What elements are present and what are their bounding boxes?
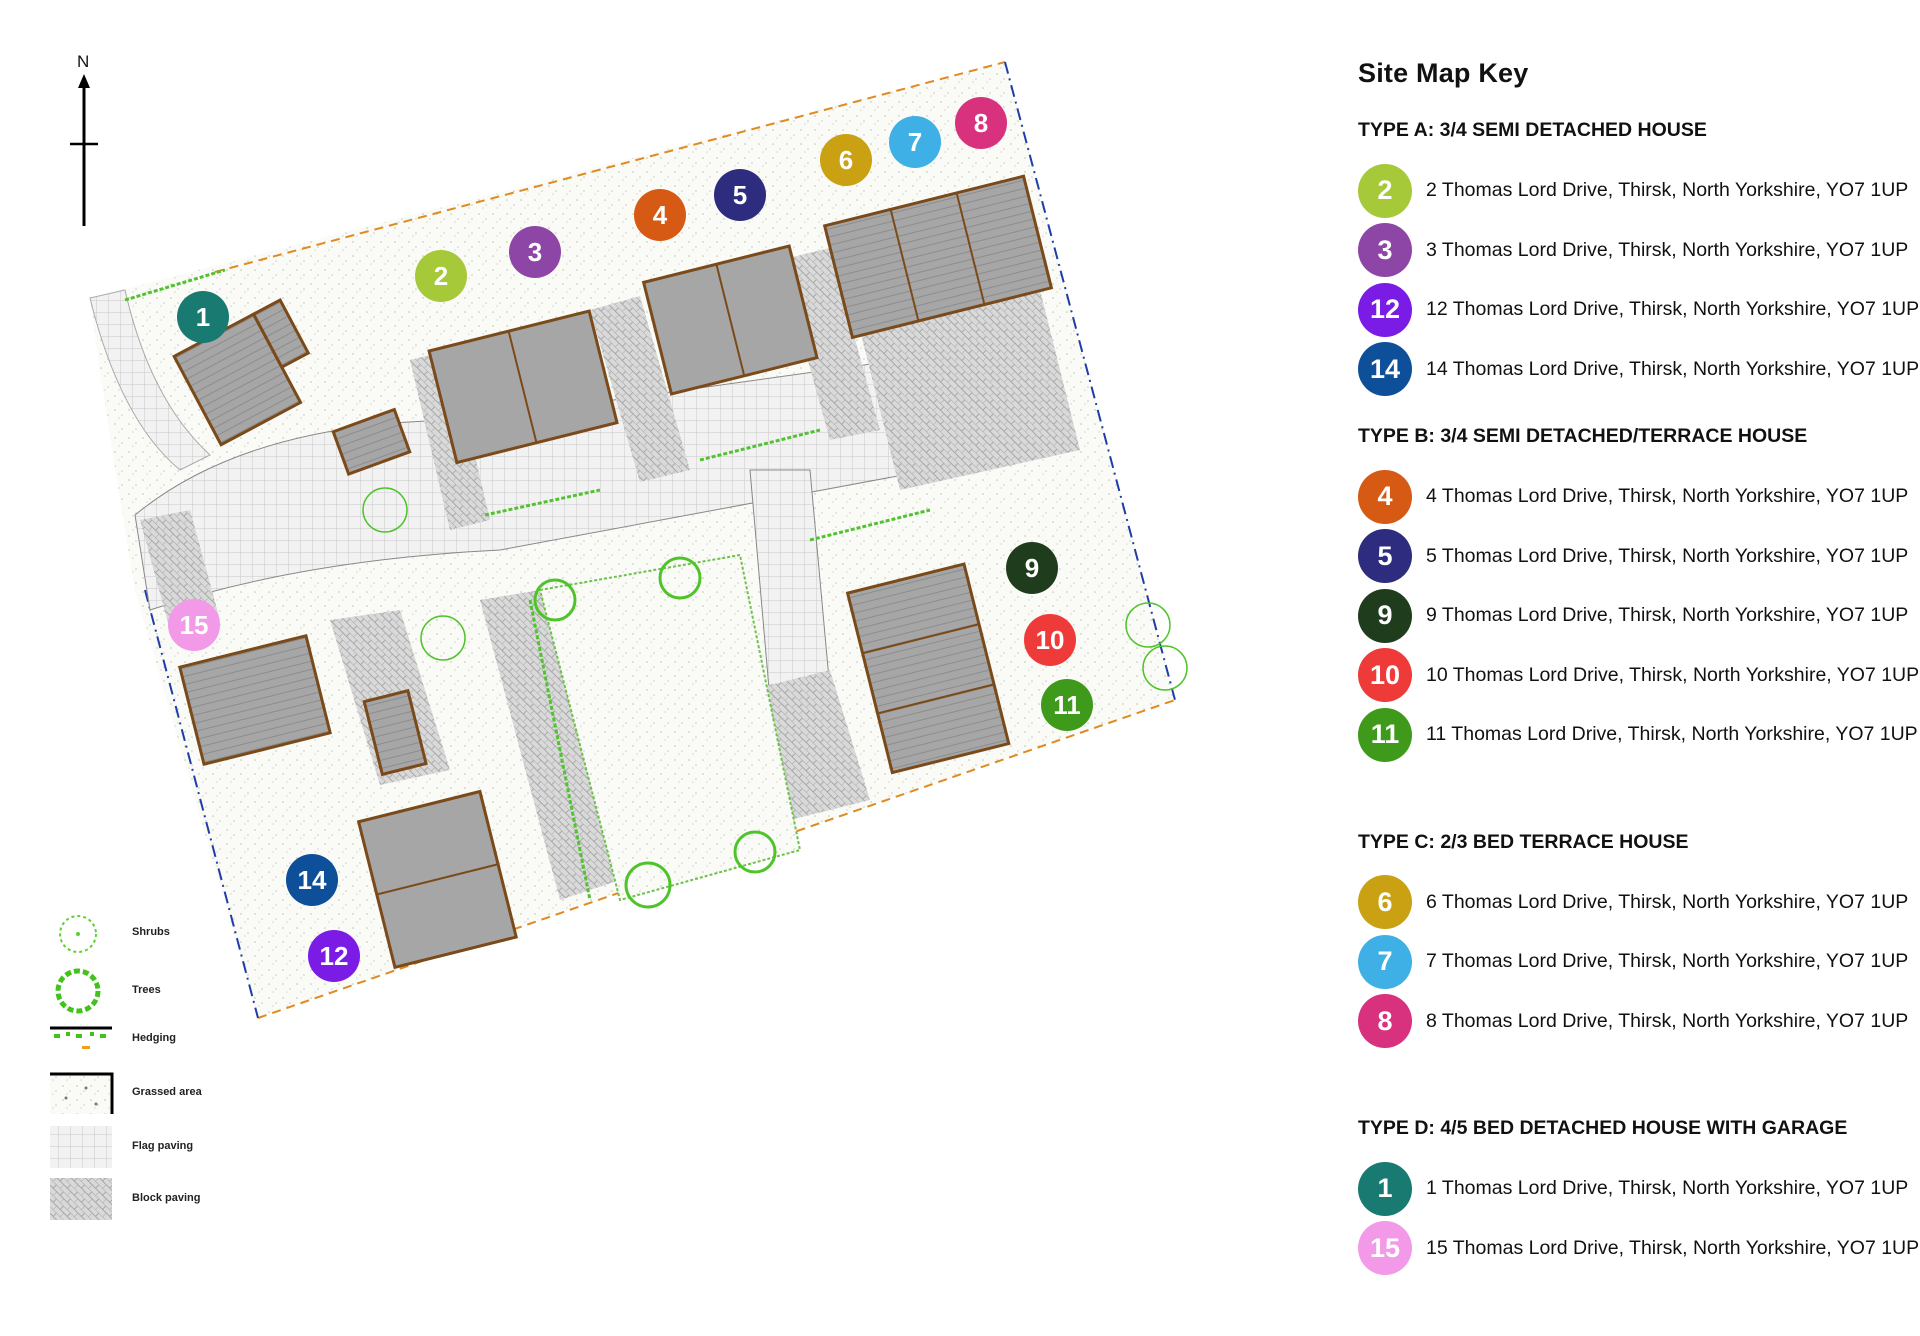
plot-address: 7 Thomas Lord Drive, Thirsk, North Yorks… <box>1426 950 1909 973</box>
legend-label: Block paving <box>132 1192 201 1204</box>
central-green <box>538 553 802 902</box>
legend-hedging: Hedging <box>46 1018 266 1068</box>
plot-address: 9 Thomas Lord Drive, Thirsk, North Yorks… <box>1426 604 1909 627</box>
plot-number-badge: 1 <box>1358 1161 1412 1216</box>
key-entry: 9 9 Thomas Lord Drive, Thirsk, North York… <box>1358 586 1908 646</box>
road-network <box>89 289 931 701</box>
plot-address: 2 Thomas Lord Drive, Thirsk, North Yorks… <box>1426 179 1909 202</box>
section-heading: TYPE B: 3/4 SEMI DETACHED/TERRACE HOUSE <box>1358 425 1808 447</box>
section-heading: TYPE D: 4/5 BED DETACHED HOUSE WITH GARA… <box>1358 1117 1848 1139</box>
grass-icon <box>50 1072 114 1114</box>
key-entry: 7 7 Thomas Lord Drive, Thirsk, North York… <box>1358 932 1908 992</box>
plot-marker-7: 7 <box>889 116 941 168</box>
hedge-icon <box>50 1026 112 1049</box>
plot-address: 14 Thomas Lord Drive, Thirsk, North York… <box>1426 357 1920 380</box>
trees <box>362 487 1188 909</box>
plot-address: 11 Thomas Lord Drive, Thirsk, North York… <box>1426 723 1918 746</box>
plot-marker-8: 8 <box>955 97 1007 149</box>
key-entry: 10 10 Thomas Lord Drive, Thirsk, North Yo… <box>1358 646 1919 706</box>
shrub-icon <box>59 915 97 953</box>
plot-address: 6 Thomas Lord Drive, Thirsk, North Yorks… <box>1426 890 1909 913</box>
legend-block-paving: Block paving <box>46 1174 266 1224</box>
key-entry: 11 11 Thomas Lord Drive, Thirsk, North Yo… <box>1358 705 1918 765</box>
plot-marker-6: 6 <box>820 134 872 186</box>
key-entry: 5 5 Thomas Lord Drive, Thirsk, North York… <box>1358 527 1908 587</box>
plot-number-badge: 3 <box>1358 223 1412 278</box>
site-map-key: Site Map Key TYPE A: 3/4 SEMI DETACHED H… <box>1356 58 1919 1279</box>
north-arrow-icon <box>70 74 98 226</box>
plot-marker-14: 14 <box>286 854 338 906</box>
key-entry: 15 15 Thomas Lord Drive, Thirsk, North Yo… <box>1358 1219 1919 1279</box>
plot-address: 3 Thomas Lord Drive, Thirsk, North Yorks… <box>1426 238 1909 261</box>
legend-shrubs: Shrubs <box>46 908 266 958</box>
key-entry: 3 3 Thomas Lord Drive, Thirsk, North York… <box>1358 221 1908 281</box>
key-sections: TYPE A: 3/4 SEMI DETACHED HOUSE 2 2 Thomas… <box>1356 119 1919 1279</box>
key-section: TYPE B: 3/4 SEMI DETACHED/TERRACE HOUSE 4… <box>1356 425 1919 765</box>
legend-label: Grassed area <box>132 1086 202 1098</box>
site-plan-drawing <box>89 61 1188 1019</box>
north-label: N <box>77 52 90 71</box>
section-heading: TYPE C: 2/3 BED TERRACE HOUSE <box>1358 830 1689 853</box>
plot-address: 12 Thomas Lord Drive, Thirsk, North York… <box>1426 298 1920 321</box>
plot-marker-1: 1 <box>177 291 229 343</box>
key-entry: 1 1 Thomas Lord Drive, Thirsk, North York… <box>1358 1159 1908 1219</box>
plot-address: 5 Thomas Lord Drive, Thirsk, North Yorks… <box>1426 544 1909 567</box>
legend-label: Flag paving <box>132 1140 194 1152</box>
plot-number-badge: 6 <box>1358 875 1412 930</box>
block-paving-icon <box>50 1178 112 1220</box>
plot-number-badge: 7 <box>1358 934 1412 989</box>
legend-label: Shrubs <box>132 926 170 938</box>
key-entry: 6 6 Thomas Lord Drive, Thirsk, North York… <box>1358 873 1908 933</box>
section-heading: TYPE A: 3/4 SEMI DETACHED HOUSE <box>1358 119 1707 141</box>
key-entry: 4 4 Thomas Lord Drive, Thirsk, North York… <box>1358 467 1908 527</box>
plot-number-badge: 14 <box>1358 342 1412 397</box>
plot-address: 4 Thomas Lord Drive, Thirsk, North Yorks… <box>1426 485 1909 508</box>
plot-number-badge: 8 <box>1358 994 1412 1049</box>
plot-number-badge: 12 <box>1358 282 1412 337</box>
legend-label: Hedging <box>132 1032 176 1044</box>
hedges <box>124 268 931 901</box>
plot-marker-3: 3 <box>509 226 561 278</box>
flag-paving-icon <box>50 1126 112 1168</box>
legend-trees: Trees <box>46 966 266 1016</box>
plot-number-badge: 11 <box>1358 707 1412 762</box>
plot-number-badge: 5 <box>1358 529 1412 584</box>
plot-marker-12: 12 <box>308 930 360 982</box>
plot-number-badge: 2 <box>1358 163 1412 218</box>
plot-number-badge: 4 <box>1358 469 1412 524</box>
plot-address: 10 Thomas Lord Drive, Thirsk, North York… <box>1426 663 1920 686</box>
plot-number-badge: 10 <box>1358 648 1412 703</box>
plot-marker-5: 5 <box>714 169 766 221</box>
key-entry: 14 14 Thomas Lord Drive, Thirsk, North Yo… <box>1358 340 1919 400</box>
plot-address: 8 Thomas Lord Drive, Thirsk, North Yorks… <box>1426 1009 1909 1032</box>
key-section: TYPE D: 4/5 BED DETACHED HOUSE WITH GARA… <box>1356 1117 1919 1279</box>
key-entry: 8 8 Thomas Lord Drive, Thirsk, North York… <box>1358 992 1908 1052</box>
plot-address: 15 Thomas Lord Drive, Thirsk, North York… <box>1426 1236 1920 1259</box>
legend-flag-paving: Flag paving <box>46 1122 266 1172</box>
plot-marker-15: 15 <box>168 599 220 651</box>
north-arrow: N <box>60 52 110 232</box>
plot-marker-4: 4 <box>634 189 686 241</box>
legend-label: Trees <box>132 984 161 996</box>
plot-marker-11: 11 <box>1041 679 1093 731</box>
plot-marker-2: 2 <box>415 250 467 302</box>
key-entry: 2 2 Thomas Lord Drive, Thirsk, North York… <box>1358 161 1908 221</box>
plot-marker-9: 9 <box>1006 542 1058 594</box>
plot-number-badge: 15 <box>1358 1221 1412 1276</box>
legend-grassed-area: Grassed area <box>46 1068 266 1118</box>
tree-icon <box>55 968 101 1014</box>
plot-marker-10: 10 <box>1024 614 1076 666</box>
plot-number-badge: 9 <box>1358 588 1412 643</box>
key-section: TYPE A: 3/4 SEMI DETACHED HOUSE 2 2 Thomas… <box>1356 119 1919 400</box>
house-footprints <box>172 174 1054 970</box>
plot-address: 1 Thomas Lord Drive, Thirsk, North Yorks… <box>1426 1177 1909 1200</box>
key-entry: 12 12 Thomas Lord Drive, Thirsk, North Yo… <box>1358 280 1919 340</box>
key-section: TYPE C: 2/3 BED TERRACE HOUSE 6 6 Thomas L… <box>1356 830 1908 1052</box>
key-title: Site Map Key <box>1358 58 1529 88</box>
